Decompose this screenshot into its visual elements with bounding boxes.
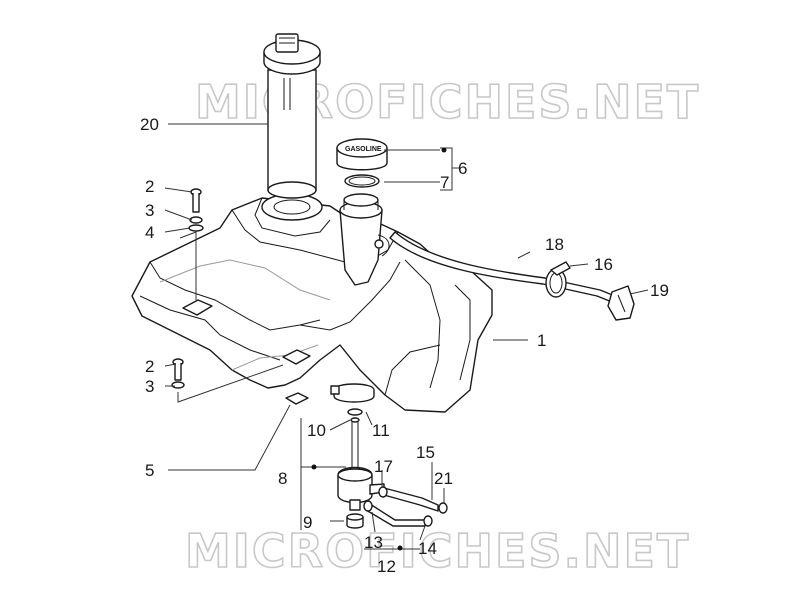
callout-3-upper: 3 [145,201,154,220]
callout-7: 7 [440,173,449,192]
callout-4: 4 [145,223,154,242]
hose-clamp [330,383,375,403]
breather-hose [389,231,635,321]
lower-bolt [171,358,185,389]
callout-19: 19 [650,281,669,300]
tank-cap: GASOLINE [336,138,388,171]
filter-cup [346,513,364,529]
washer [347,408,363,416]
callout-12: 12 [377,557,396,576]
callout-14: 14 [418,539,437,558]
upper-bolt [188,188,204,232]
callout-numbers: 20 2 3 4 6 7 18 16 19 1 2 3 5 10 11 8 17… [140,115,669,576]
cap-label: GASOLINE [345,146,382,153]
callout-11: 11 [372,421,390,440]
fuel-hoses [363,486,448,527]
callout-8: 8 [278,469,287,488]
fuel-tap [337,417,385,511]
rubber-pad [285,392,309,405]
callout-3-lower: 3 [145,377,154,396]
callout-17: 17 [374,457,393,476]
cap-o-ring-inner [348,176,376,186]
callout-9: 9 [303,513,312,532]
callout-2-lower: 2 [145,357,154,376]
fuel-level-sender [263,33,321,199]
callout-1: 1 [537,331,546,350]
mount-pad-rear [182,299,213,316]
callout-2-upper: 2 [145,177,154,196]
callout-20: 20 [140,115,159,134]
fuel-tank [131,193,493,413]
callout-13: 13 [364,533,383,552]
leader-lines [164,123,649,551]
watermark-bottom: MICROFICHES.NET [185,524,690,578]
mount-pad-front [282,349,311,365]
callout-6: 6 [458,159,467,178]
callout-18: 18 [545,235,564,254]
callout-10: 10 [307,421,326,440]
callout-16: 16 [594,255,613,274]
callout-15: 15 [416,443,435,462]
callout-21: 21 [434,469,453,488]
filler-neck [339,193,390,286]
callout-5: 5 [145,461,154,480]
